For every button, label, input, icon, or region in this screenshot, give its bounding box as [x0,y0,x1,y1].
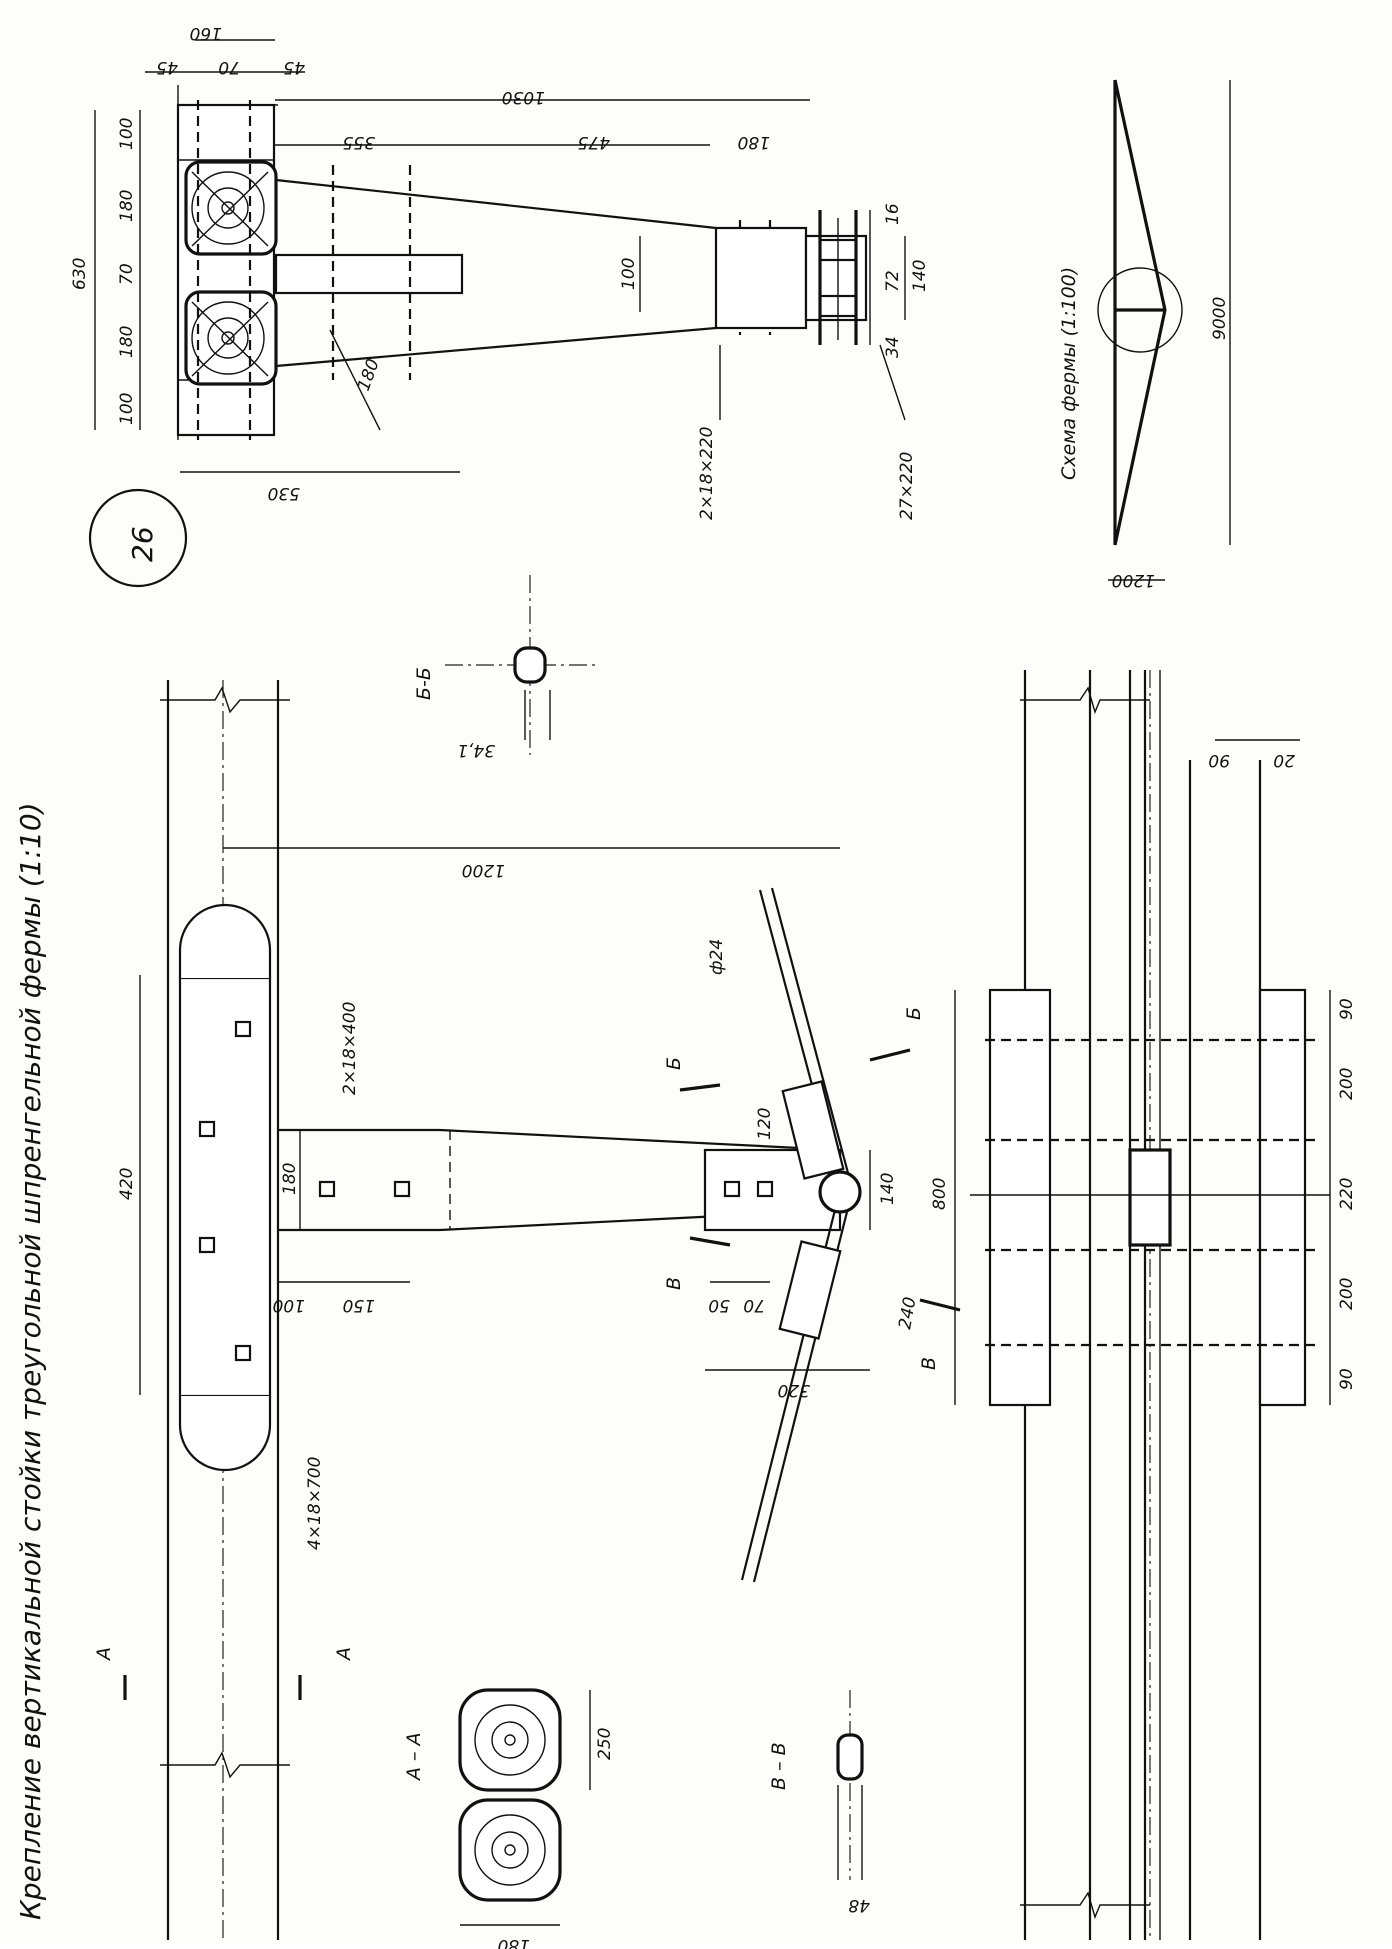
dim-45b: 45 [283,57,305,77]
section-title-aa: А – А [403,1732,425,1782]
dim-72: 72 [883,270,903,292]
dim-355: 355 [343,132,375,152]
section-bb: Б-Б 34,1 [413,575,600,760]
label-rod-dia: ф24 [707,939,727,975]
sheet-number: 26 [126,526,159,562]
section-mark-a1: А [93,1647,115,1662]
dim-180-top: 180 [738,132,770,152]
dim-200-b: 200 [1337,1278,1357,1310]
section-aa: А – А 250 180 [403,1688,615,1949]
plan-view: 90 20 800 90 200 220 200 90 [930,670,1357,1940]
drawing-title: Крепление вертикальной стойки треугольно… [14,802,47,1920]
dim-180c: 180 [354,356,384,393]
top-view: 160 45 70 45 1030 355 475 180 630 100 18… [70,23,930,520]
scheme-height: 1200 [1112,570,1155,590]
label-2x18x400: 2×18×400 [340,1002,360,1095]
dim-140-side: 140 [878,1173,898,1205]
dim-140: 140 [910,260,930,292]
scheme-caption: Схема фермы (1:100) [1058,267,1080,480]
dim-90-a: 90 [1208,750,1230,770]
scheme-span: 9000 [1210,297,1230,340]
dim-800: 800 [930,1178,950,1210]
dim-34-1: 34,1 [457,740,495,760]
dim-20: 20 [1273,750,1295,770]
section-mark-b1: Б [663,1057,685,1070]
truss-scheme: 9000 1200 Схема фермы (1:100) [1058,79,1231,590]
dim-220: 220 [1337,1178,1357,1210]
section-mark-b2: Б [903,1007,925,1020]
dim-1200: 1200 [462,860,505,880]
dim-530: 530 [268,483,300,503]
dim-180-side: 180 [280,1163,300,1195]
dim-70b: 70 [117,263,137,285]
dim-630: 630 [70,258,90,290]
dim-120: 120 [755,1108,775,1140]
side-view: А А Б Б В В 1200 420 180 100 150 120 140… [93,680,961,1940]
section-vv: В – В 48 [768,1690,870,1915]
dim-34: 34 [883,336,903,358]
section-title-vv: В – В [768,1742,790,1790]
dim-100-side: 100 [273,1295,305,1315]
dim-48: 48 [848,1895,870,1915]
dim-45a: 45 [156,57,178,77]
sheet-number-badge: 26 [88,488,188,588]
dim-250: 250 [595,1728,615,1760]
dim-180-aa: 180 [498,1935,530,1949]
dim-70: 70 [218,57,240,77]
dim-1030: 1030 [502,87,545,107]
dim-100a: 100 [117,118,137,150]
dim-100b: 100 [117,393,137,425]
label-4x18x700: 4×18×700 [305,1457,325,1550]
section-mark-a2: А [333,1647,355,1662]
dim-475: 475 [578,132,610,152]
label-2x18x220: 2×18×220 [697,427,717,520]
dim-240: 240 [895,1295,920,1330]
dim-16: 16 [883,203,903,225]
dim-200-a: 200 [1337,1068,1357,1100]
dim-320: 320 [778,1380,810,1400]
dim-420: 420 [117,1168,137,1200]
dim-160: 160 [190,23,222,43]
section-title-bb: Б-Б [413,667,435,700]
dim-180b: 180 [117,326,137,358]
dim-50-side: 50 [708,1295,730,1315]
dim-150: 150 [343,1295,375,1315]
dim-100c: 100 [619,258,639,290]
label-27x220: 27×220 [897,452,917,520]
dim-90-b: 90 [1337,998,1357,1020]
dim-180a: 180 [117,190,137,222]
dim-90-c: 90 [1337,1368,1357,1390]
dim-70-side: 70 [743,1295,765,1315]
section-mark-v2: В [918,1357,940,1370]
section-mark-v1: В [663,1277,685,1290]
